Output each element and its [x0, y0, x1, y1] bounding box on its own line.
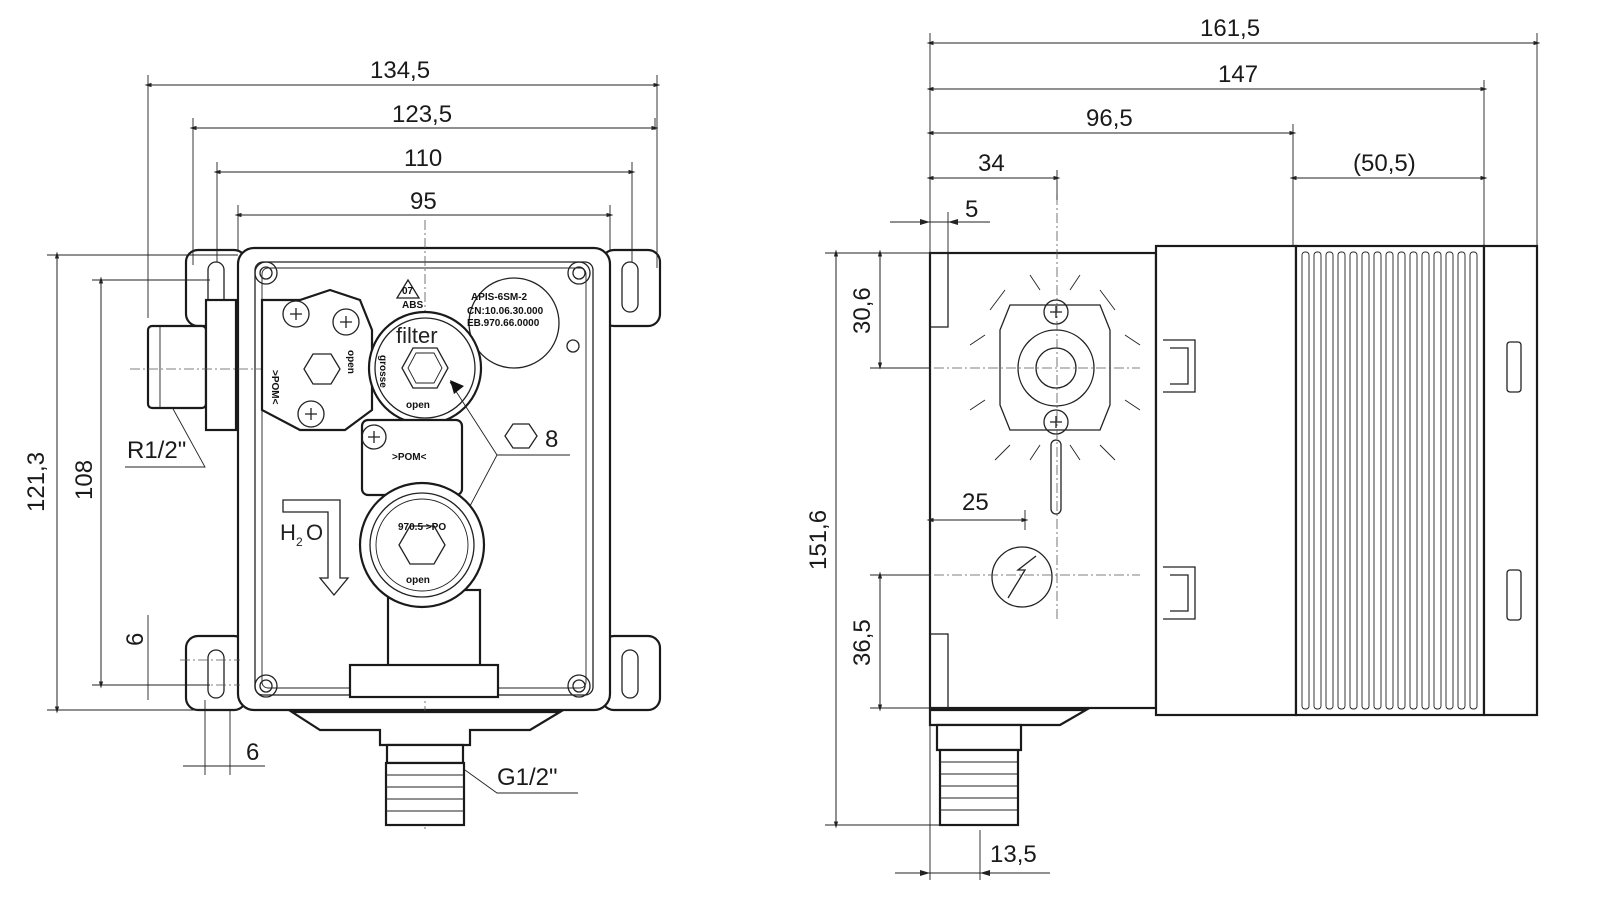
rib [1445, 251, 1454, 710]
svg-text:970.5 >PO: 970.5 >PO [398, 522, 446, 533]
dim-13-5: 13,5 [990, 841, 1037, 868]
svg-text:>POM<: >POM< [392, 452, 427, 463]
rib [1313, 251, 1322, 710]
dim-161-5: 161,5 [1200, 15, 1260, 42]
side-view: 161,5 147 96,5 34 (50,5) 5 25 13,5 30,6 … [805, 15, 1541, 880]
dim-30-6: 30,6 [849, 287, 876, 334]
screw-holes [254, 261, 591, 698]
flow-direction-label: H 2 O [280, 499, 350, 597]
rib [1433, 251, 1442, 710]
svg-text:ABS: ABS [402, 300, 423, 311]
svg-text:O: O [306, 520, 323, 545]
rib [1409, 251, 1418, 710]
inlet-fitting [146, 298, 238, 432]
recycle-symbol: 07 ABS [395, 278, 423, 311]
dim-110: 110 [404, 145, 442, 172]
connector-socket [969, 274, 1141, 515]
rib [1421, 251, 1430, 710]
rib [1385, 251, 1394, 710]
front-view: >POM< open 07 ABS APIS-6SM-2 CN:10.06.30… [23, 57, 662, 830]
rib [1325, 251, 1334, 710]
mounting-lugs [184, 248, 662, 712]
svg-text:open: open [406, 400, 430, 411]
electrical-hazard-symbol [991, 546, 1053, 608]
rib [1457, 251, 1466, 710]
hex-key-callout: 8 [449, 380, 570, 542]
dim-6-horizontal: 6 [246, 739, 259, 766]
clips [1163, 339, 1522, 621]
dim-96-5: 96,5 [1086, 105, 1133, 132]
dim-5: 5 [965, 196, 978, 223]
svg-text:APIS-6SM-2: APIS-6SM-2 [471, 292, 528, 303]
rib [1361, 251, 1370, 710]
nameplate: APIS-6SM-2 CN:10.06.30.000 EB.970.66.000… [467, 277, 560, 369]
rib [1349, 251, 1358, 710]
inlet-thread-label: R1/2" [127, 437, 186, 464]
svg-text:CN:10.06.30.000: CN:10.06.30.000 [467, 306, 544, 317]
dim-6-vertical: 6 [122, 633, 149, 646]
dim-36-5: 36,5 [849, 619, 876, 666]
rib [1373, 251, 1382, 710]
rib [1301, 251, 1310, 710]
outlet-thread-label: G1/2" [497, 764, 558, 791]
filter-cap: filter grosse open [367, 310, 483, 426]
front-dimensions: 134,5 123,5 110 95 121,3 108 6 6 R1/2" G… [23, 57, 661, 794]
dim-121-3: 121,3 [23, 452, 50, 512]
svg-text:grosse: grosse [377, 355, 388, 388]
dim-134-5: 134,5 [370, 57, 430, 84]
dim-25: 25 [962, 489, 989, 516]
dim-50-5: (50,5) [1353, 150, 1416, 177]
open-label: open [345, 350, 356, 374]
dim-147: 147 [1218, 61, 1258, 88]
dim-95: 95 [410, 188, 437, 215]
svg-text:open: open [406, 575, 430, 586]
side-outlet [928, 708, 1091, 827]
rib [1397, 251, 1406, 710]
dim-123-5: 123,5 [392, 101, 452, 128]
ribs [1301, 251, 1478, 710]
svg-text:EB.970.66.0000: EB.970.66.0000 [467, 318, 540, 329]
svg-text:H: H [280, 520, 296, 545]
dim-108: 108 [71, 460, 98, 500]
solenoid-valve: >POM< 970.5 >PO open [348, 418, 500, 699]
svg-text:07: 07 [402, 286, 414, 297]
rib [1469, 251, 1478, 710]
hex-size-label: 8 [545, 426, 558, 453]
svg-text:2: 2 [296, 535, 303, 549]
outlet-fitting [288, 710, 564, 827]
shutoff-valve: >POM< open [260, 288, 374, 432]
dim-34: 34 [978, 150, 1005, 177]
pom-label: >POM< [269, 370, 280, 405]
side-dimensions: 161,5 147 96,5 34 (50,5) 5 25 13,5 30,6 … [805, 15, 1541, 880]
filter-label: filter [396, 323, 438, 348]
rib [1337, 251, 1346, 710]
dim-151-6: 151,6 [805, 510, 832, 570]
